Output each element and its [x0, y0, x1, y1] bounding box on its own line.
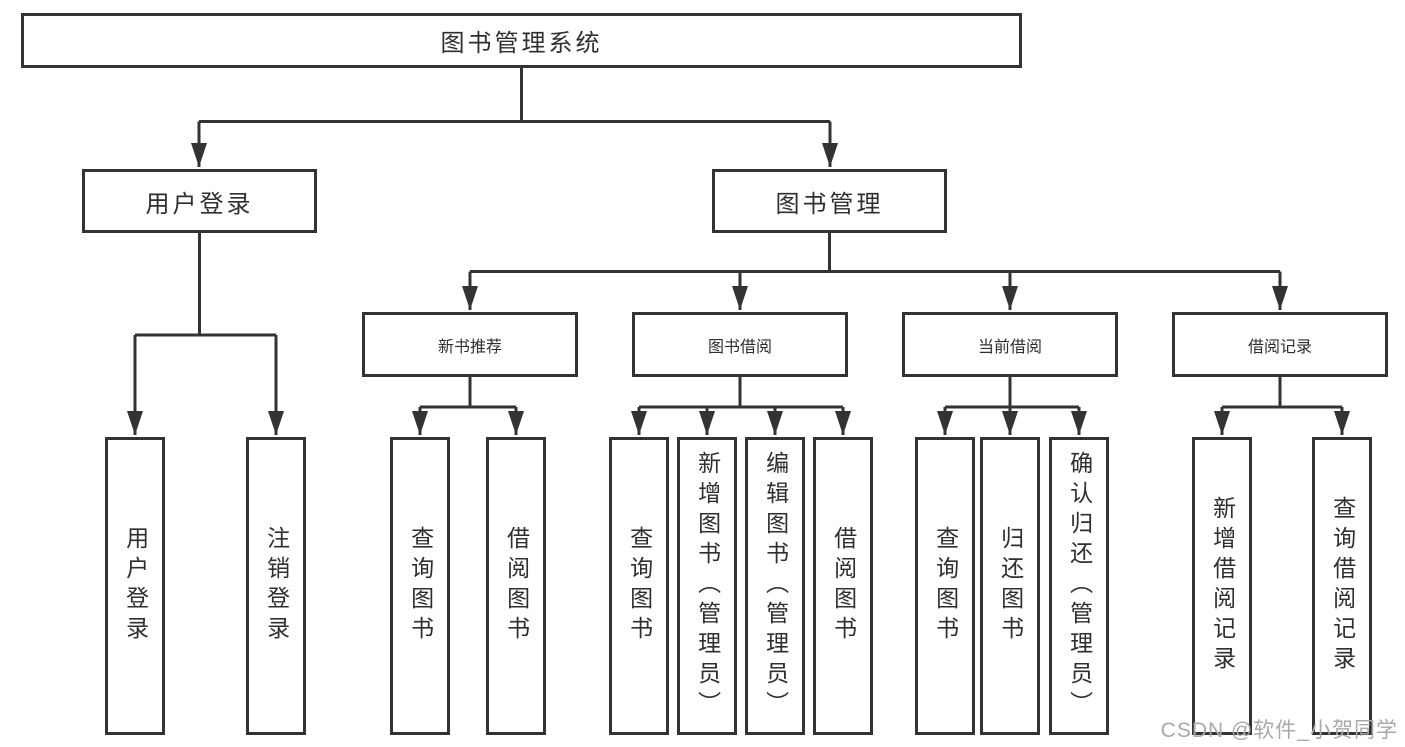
- tree-branch-lines: [135, 68, 1342, 409]
- leaf-add-borrow-record-label: 新增借阅记录: [1209, 496, 1236, 676]
- leaf-borrow-books-recommend: 借阅图书: [486, 437, 546, 735]
- node-library-system: 图书管理系统: [21, 13, 1022, 68]
- leaf-query-books-recommend-label: 查询图书: [407, 526, 434, 646]
- node-library-system-label: 图书管理系统: [440, 30, 603, 57]
- leaf-borrow-books-label: 借阅图书: [830, 526, 857, 646]
- leaf-query-books-borrowing: 查询图书: [609, 437, 669, 735]
- leaf-return-book-label: 归还图书: [997, 526, 1024, 646]
- leaf-return-book: 归还图书: [980, 437, 1040, 735]
- csdn-watermark: CSDN @软件_小贺同学: [1160, 719, 1398, 742]
- node-user-login: 用户登录: [82, 169, 317, 233]
- leaf-user-login-label: 用户登录: [122, 526, 149, 646]
- leaf-confirm-return-admin: 确认归还（管理员）: [1049, 437, 1109, 735]
- node-book-management-label: 图书管理: [775, 190, 884, 218]
- leaf-query-borrow-record: 查询借阅记录: [1312, 437, 1372, 735]
- node-book-borrowing-label: 图书借阅: [707, 338, 772, 356]
- leaf-add-borrow-record: 新增借阅记录: [1192, 437, 1252, 735]
- leaf-edit-book-admin-label: 编辑图书（管理员）: [762, 451, 789, 721]
- leaf-query-books-current: 查询图书: [915, 437, 975, 735]
- leaf-logout: 注销登录: [246, 437, 306, 735]
- leaf-edit-book-admin: 编辑图书（管理员）: [745, 437, 805, 735]
- node-new-book-recommend-label: 新书推荐: [437, 338, 502, 356]
- node-current-borrowing: 当前借阅: [902, 312, 1118, 377]
- leaf-query-books-borrowing-label: 查询图书: [626, 526, 653, 646]
- leaf-query-books-current-label: 查询图书: [932, 526, 959, 646]
- node-borrowing-records: 借阅记录: [1172, 312, 1388, 377]
- leaf-query-books-recommend: 查询图书: [390, 437, 450, 735]
- node-book-management: 图书管理: [712, 169, 947, 233]
- leaf-borrow-books: 借阅图书: [813, 437, 873, 735]
- leaf-user-login: 用户登录: [105, 437, 165, 735]
- leaf-add-book-admin-label: 新增图书（管理员）: [694, 451, 721, 721]
- node-book-borrowing: 图书借阅: [632, 312, 848, 377]
- leaf-confirm-return-admin-label: 确认归还（管理员）: [1066, 451, 1093, 721]
- node-new-book-recommend: 新书推荐: [362, 312, 578, 377]
- node-current-borrowing-label: 当前借阅: [977, 338, 1042, 356]
- tree-arrow-lines: [127, 121, 1350, 435]
- leaf-add-book-admin: 新增图书（管理员）: [677, 437, 737, 735]
- leaf-logout-label: 注销登录: [263, 526, 290, 646]
- leaf-query-borrow-record-label: 查询借阅记录: [1329, 496, 1356, 676]
- node-borrowing-records-label: 借阅记录: [1247, 338, 1312, 356]
- leaf-borrow-books-recommend-label: 借阅图书: [503, 526, 530, 646]
- node-user-login-label: 用户登录: [145, 190, 254, 218]
